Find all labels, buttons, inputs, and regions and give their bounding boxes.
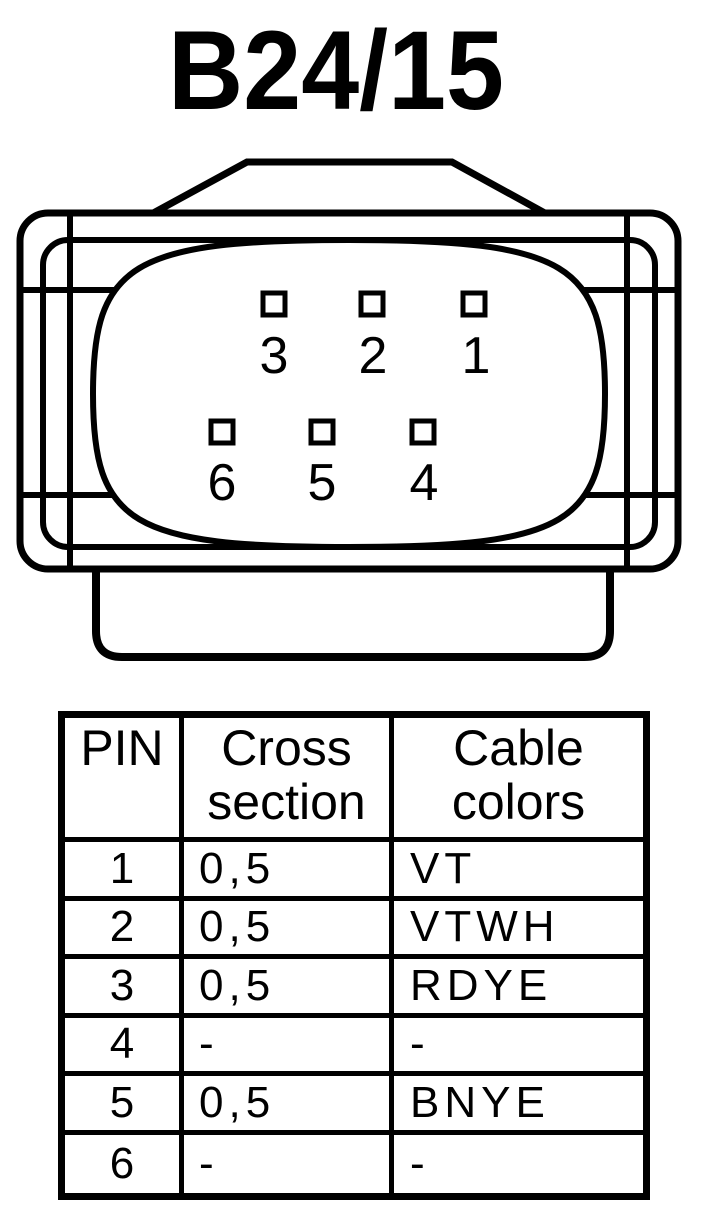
pin-cavity-3 <box>260 290 288 318</box>
col-header-cross-section: Cross section <box>184 718 394 842</box>
table-row-6-cable-color: - <box>410 1138 430 1188</box>
table-row-6-pin: 6 <box>65 1134 184 1193</box>
table-row-6-cross-section: - <box>184 1134 394 1193</box>
table-row-4-cross-section: - <box>184 1017 394 1076</box>
connector-title: B24/15 <box>168 8 504 133</box>
pin-cavity-4 <box>409 418 437 446</box>
pin-cavity-6 <box>208 418 236 446</box>
col-header-pin: PIN <box>65 718 184 842</box>
connector-latch <box>144 158 554 221</box>
table-row-1-cross-section: 0,5 <box>184 842 394 901</box>
pin-label-6: 6 <box>208 454 237 512</box>
table-row-1-cable-color: VT <box>394 842 643 901</box>
table-row-4-cable-color: - <box>394 1018 643 1076</box>
table-row-3-cross-section: 0,5 <box>184 959 394 1018</box>
pin-cavity-1 <box>460 290 488 318</box>
pin-cavity-2 <box>358 290 386 318</box>
pin-table: PIN Cross section Cable colors 1 0,5 VT … <box>58 711 650 1200</box>
table-row-3-cable-color: RDYE <box>394 959 643 1018</box>
table-row-4-pin: 4 <box>65 1017 184 1076</box>
table-row-2-cable-color: VTWH <box>394 901 643 959</box>
table-row-5-pin: 5 <box>65 1076 184 1135</box>
connector-cavity-oval <box>89 236 609 551</box>
table-row-5-cable-color: BNYE <box>394 1076 643 1135</box>
table-row-5-cross-section: 0,5 <box>184 1076 394 1135</box>
table-row-2-cross-section: 0,5 <box>184 900 394 959</box>
pin-label-3: 3 <box>260 327 289 385</box>
pin-label-2: 2 <box>359 327 388 385</box>
table-row-2-pin: 2 <box>65 900 184 959</box>
col-header-cable-colors: Cable colors <box>394 718 643 842</box>
pin-label-4: 4 <box>410 454 439 512</box>
connector-diagram: 3 2 1 6 5 4 <box>16 158 682 661</box>
table-row-3-pin: 3 <box>65 959 184 1018</box>
pin-table-grid: PIN Cross section Cable colors 1 0,5 VT … <box>65 718 643 1193</box>
pin-label-1: 1 <box>462 327 491 385</box>
connector-lower-housing <box>92 556 614 661</box>
pin-label-5: 5 <box>308 454 337 512</box>
table-row-1-pin: 1 <box>65 842 184 901</box>
pin-cavity-5 <box>308 418 336 446</box>
